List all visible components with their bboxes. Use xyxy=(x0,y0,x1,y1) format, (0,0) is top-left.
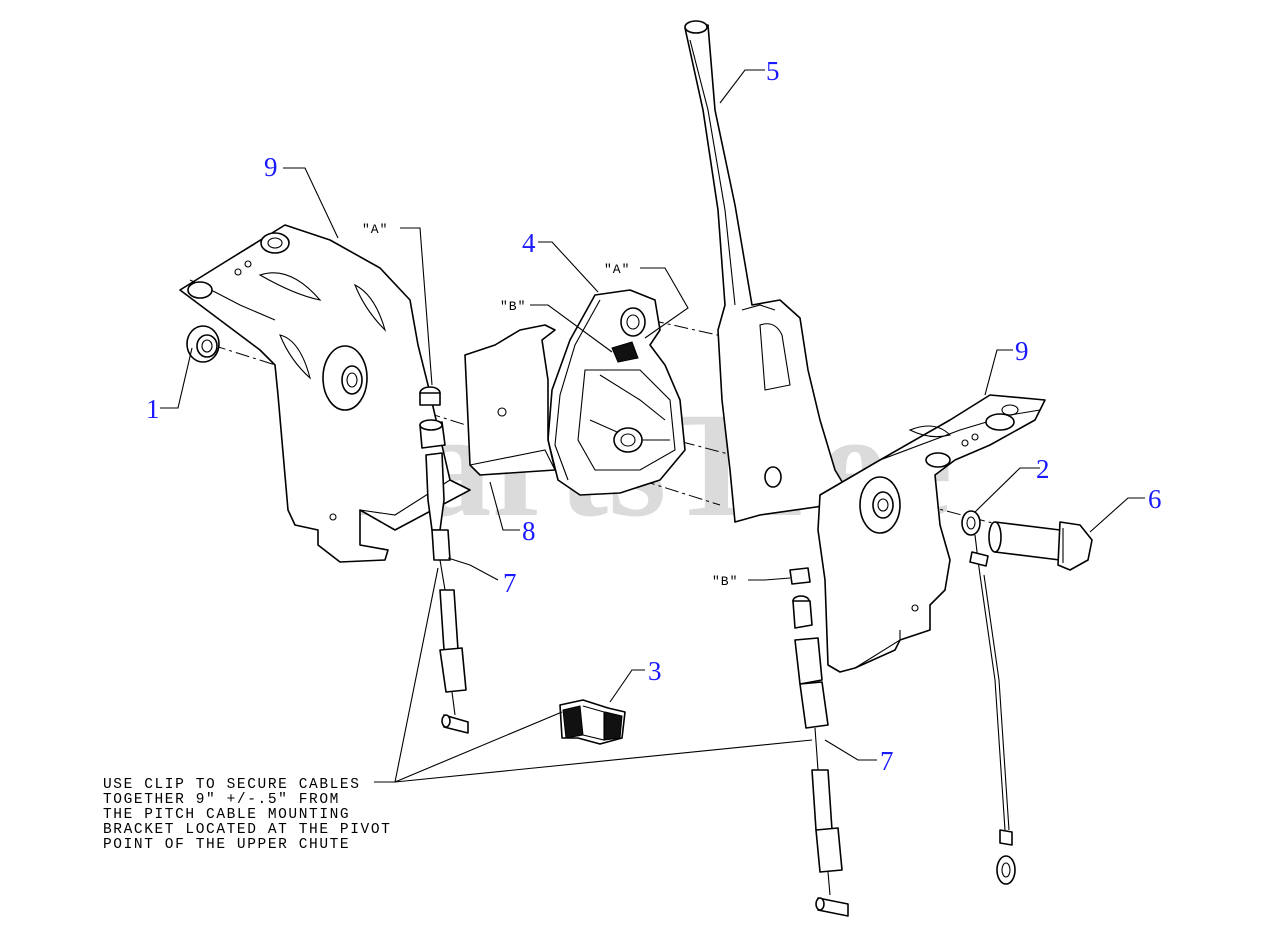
part-1-nut[interactable] xyxy=(186,325,220,363)
note-leader-lines xyxy=(374,567,813,783)
callout-9-left: 9 xyxy=(264,152,278,182)
part-8-shield[interactable] xyxy=(464,324,556,476)
part-6-bolt[interactable] xyxy=(988,521,1093,571)
part-9-right-bracket[interactable] xyxy=(817,394,1046,673)
part-7-right-cable[interactable] xyxy=(789,567,849,917)
callout-7-left: 7 xyxy=(503,568,517,598)
callout-3: 3 xyxy=(648,656,662,686)
callout-1: 1 xyxy=(146,394,160,424)
part-3-cable-clip[interactable] xyxy=(559,699,626,745)
part-2-cable-wire[interactable] xyxy=(961,510,1016,885)
assembly-note: USE CLIP TO SECURE CABLES TOGETHER 9" +/… xyxy=(103,777,391,853)
ref-mark-a-left: "A" xyxy=(362,222,388,237)
note-line: USE CLIP TO SECURE CABLES xyxy=(103,777,361,793)
part-7-left-cable[interactable] xyxy=(419,386,469,734)
leader-lines xyxy=(160,69,1145,761)
ref-mark-b-center: "B" xyxy=(500,299,526,314)
note-line: BRACKET LOCATED AT THE PIVOT xyxy=(103,822,391,838)
callout-2: 2 xyxy=(1036,454,1050,484)
part-5-lever-tube[interactable] xyxy=(684,20,851,523)
note-line: POINT OF THE UPPER CHUTE xyxy=(103,837,350,853)
ref-mark-a-center: "A" xyxy=(604,262,630,277)
part-4-pitch-bracket[interactable] xyxy=(547,289,686,496)
callout-8: 8 xyxy=(522,516,536,546)
note-line: TOGETHER 9" +/-.5" FROM xyxy=(103,792,340,808)
callout-4: 4 xyxy=(522,228,536,258)
callout-7-right: 7 xyxy=(880,746,894,776)
part-9-left-bracket[interactable] xyxy=(179,224,471,563)
callout-6: 6 xyxy=(1148,484,1162,514)
note-line: THE PITCH CABLE MOUNTING xyxy=(103,807,350,823)
callout-5: 5 xyxy=(766,56,780,86)
callout-9-right: 9 xyxy=(1015,336,1029,366)
ref-mark-b-right: "B" xyxy=(712,574,738,589)
